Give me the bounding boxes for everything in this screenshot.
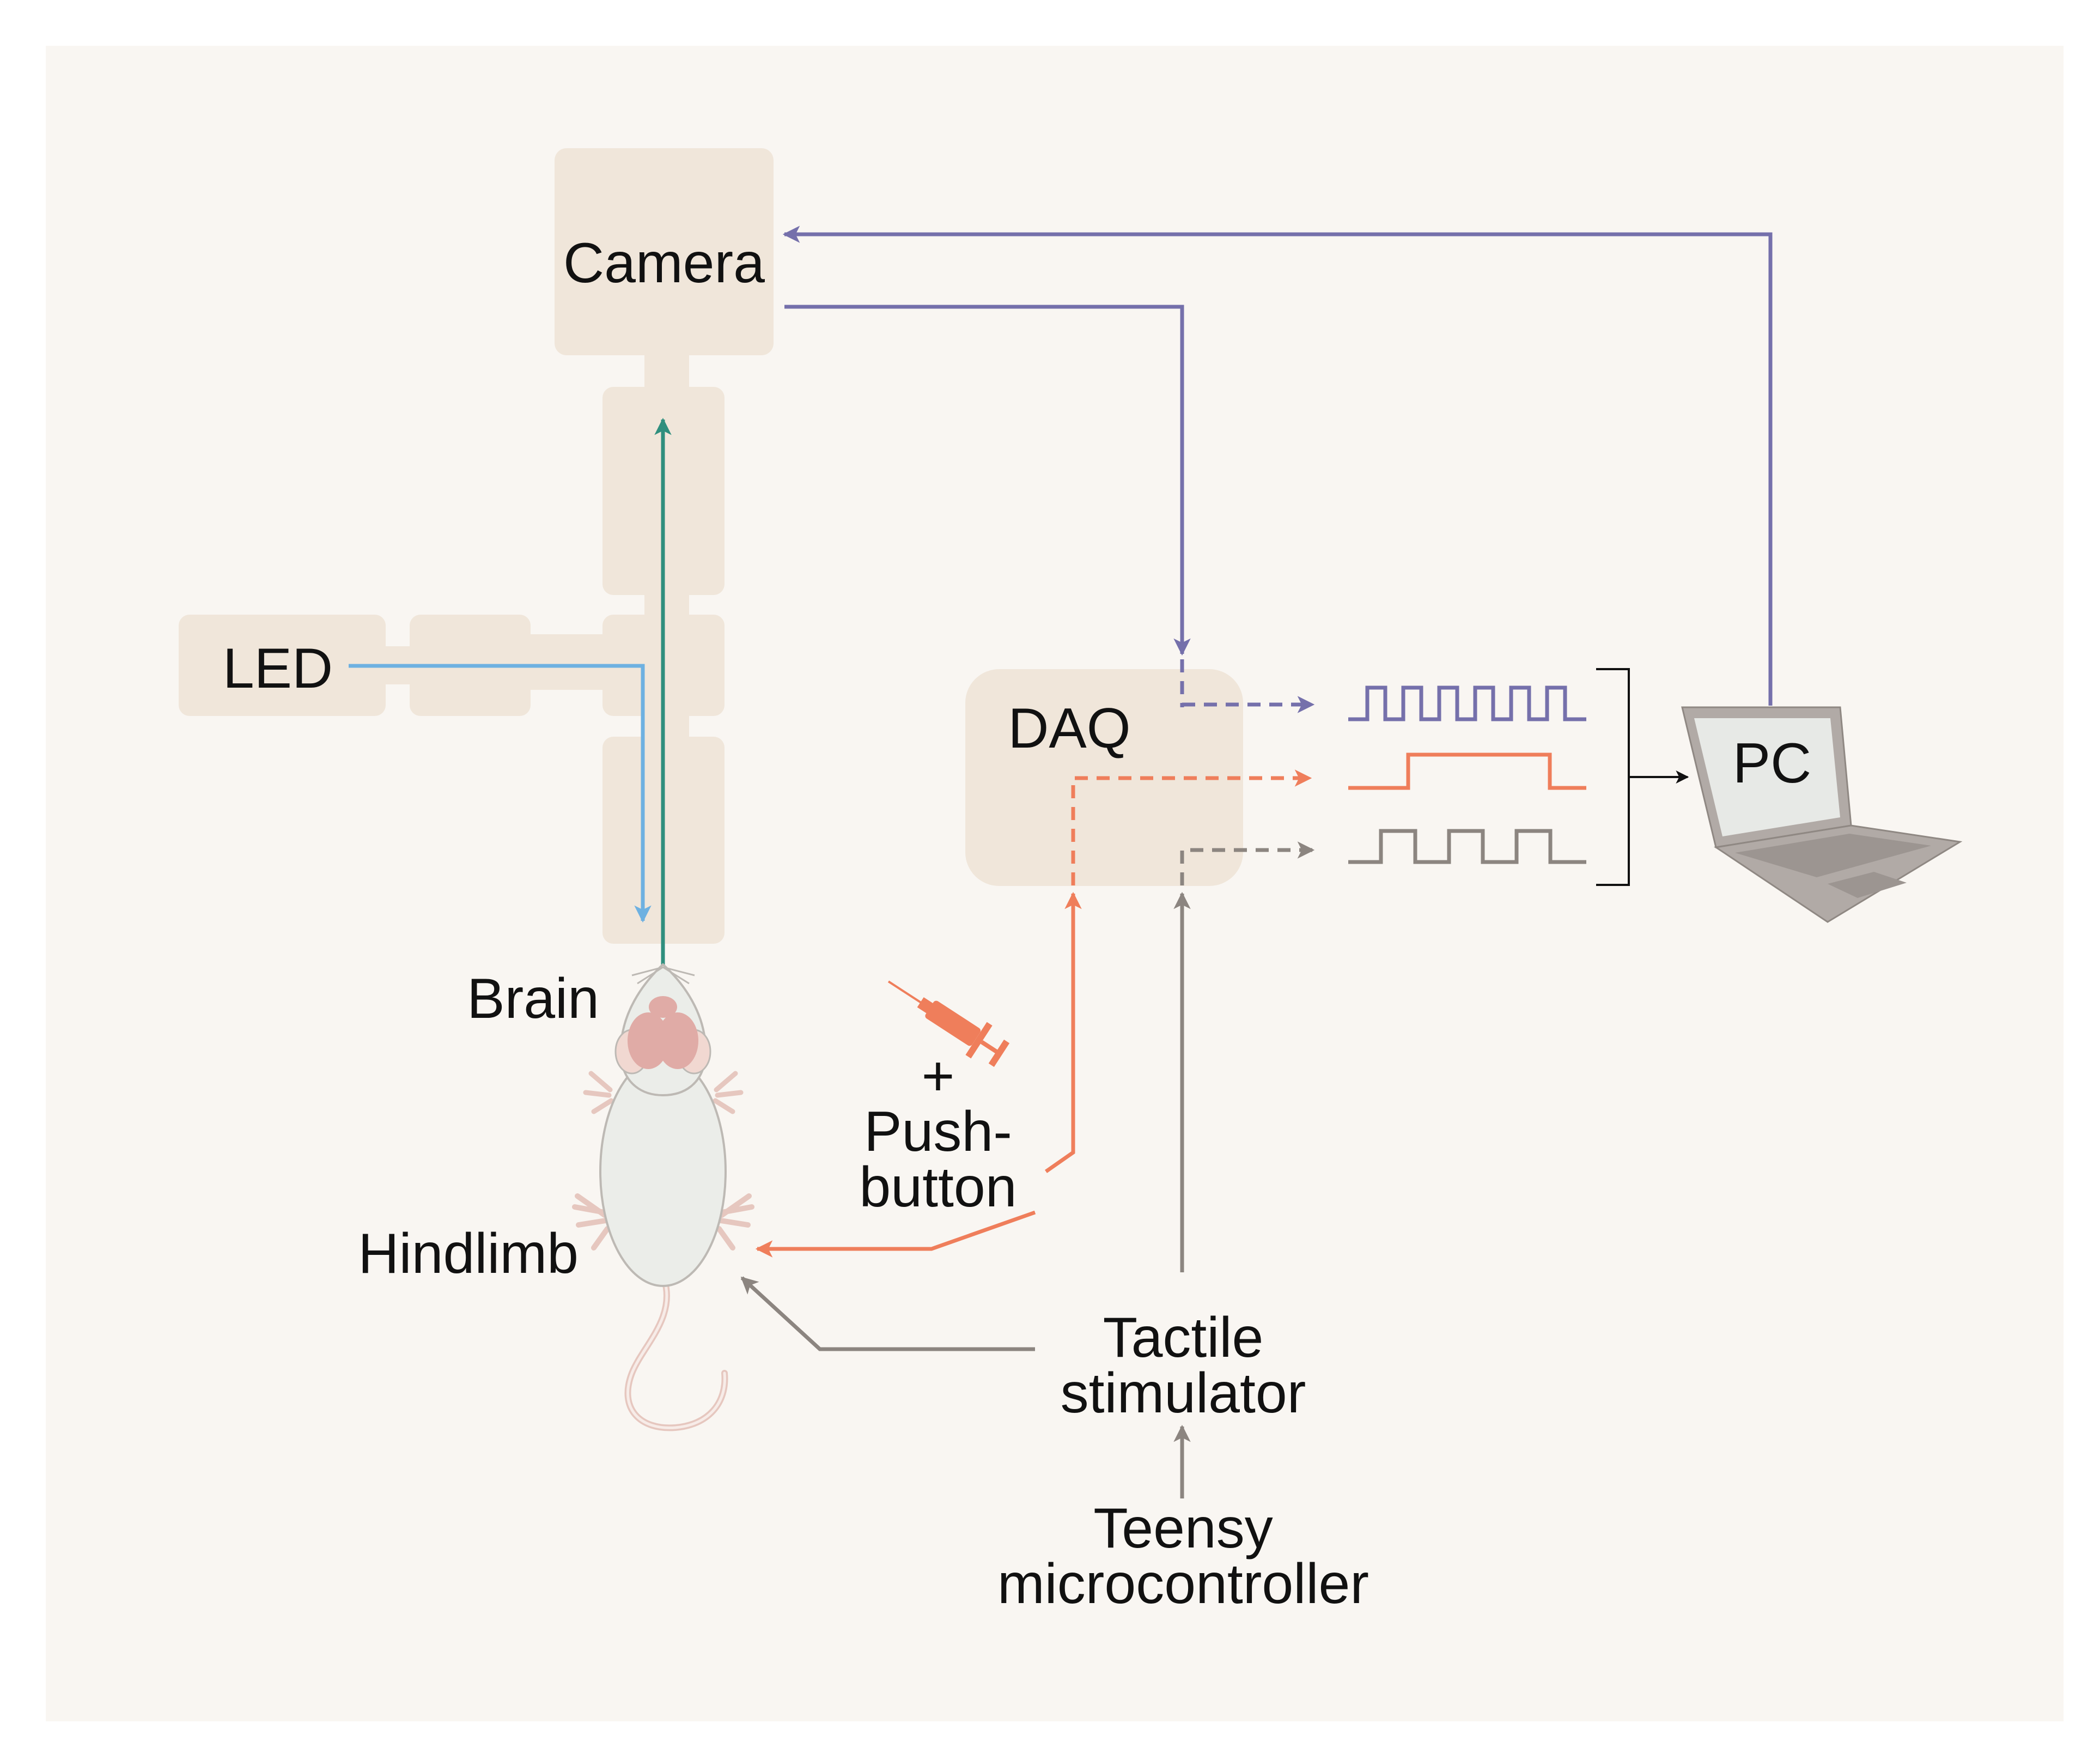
camera-frame-trace: [1348, 685, 1586, 721]
pushbutton-label-line2: button: [859, 1156, 1016, 1219]
brain-right-hemisphere: [657, 1012, 698, 1069]
camera-label: Camera: [563, 232, 765, 295]
lower-connector: [644, 713, 689, 740]
laptop-trackpad: [1828, 872, 1907, 898]
upper-connector: [644, 592, 689, 619]
laptop-screen: [1694, 718, 1840, 836]
teensy-label-line1: Teensy: [1093, 1497, 1273, 1560]
mouse-tail-core: [626, 1279, 726, 1429]
mouse-right-forepaw: [713, 1071, 744, 1114]
daq-label: DAQ: [1008, 697, 1130, 760]
daq-pushbutton-dashed: [1071, 769, 1312, 885]
daq-stimulator-dashed: [1180, 841, 1315, 885]
camera-neck: [644, 353, 689, 390]
pushbutton-trace: [1348, 752, 1586, 790]
stimulator-to-hindlimb-line: [740, 1276, 1035, 1351]
laptop-icon: [1681, 706, 1963, 923]
camera-to-daq-line: [784, 305, 1191, 656]
pc-to-camera-line: [782, 226, 1773, 706]
pushbutton-to-daq-line: [1044, 891, 1082, 1173]
mouse-illustration: [572, 963, 754, 1431]
led-box: [179, 615, 386, 716]
mouse-whiskers: [631, 966, 695, 985]
led-label: LED: [223, 637, 333, 700]
pushbutton-label-line1: Push-: [864, 1100, 1012, 1163]
stimulator-trace: [1348, 829, 1586, 864]
mouse-left-hindpaw: [572, 1193, 610, 1251]
brain-label: Brain: [467, 967, 599, 1030]
pushbutton-to-hindlimb-line: [755, 1210, 1036, 1258]
led-light-path: [349, 664, 652, 923]
filter-connector: [527, 634, 607, 690]
plus-label: +: [922, 1045, 955, 1108]
syringe-icon: [887, 980, 1010, 1067]
tactile-label-line2: stimulator: [1061, 1362, 1306, 1425]
teensy-label-line2: microcontroller: [997, 1552, 1369, 1616]
tactile-label-line1: Tactile: [1103, 1306, 1264, 1369]
mouse-left-forepaw: [583, 1071, 614, 1114]
laptop-keyboard: [1735, 834, 1931, 877]
mouse-right-hindpaw: [716, 1193, 754, 1251]
camera-box: [555, 148, 774, 355]
hindlimb-label: Hindlimb: [358, 1222, 579, 1285]
pc-label: PC: [1733, 732, 1811, 795]
brain-olfactory: [649, 996, 677, 1018]
brain-left-hemisphere: [628, 1012, 669, 1069]
